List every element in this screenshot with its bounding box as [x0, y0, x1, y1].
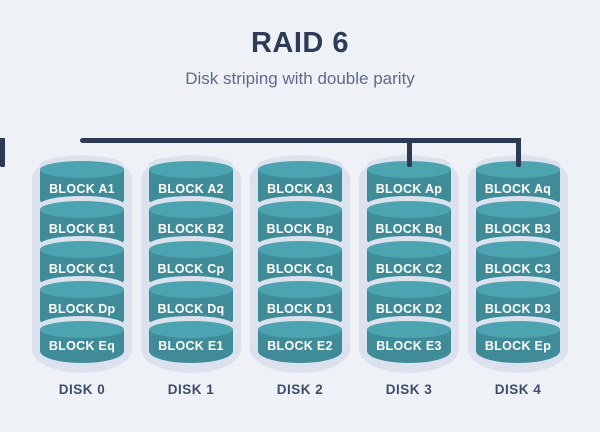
cylinder-block: BLOCK D2: [367, 281, 451, 329]
disk-label: DISK 0: [58, 382, 106, 397]
cylinder-block: BLOCK D1: [258, 281, 342, 329]
cylinder-top: [149, 241, 233, 258]
page-subtitle: Disk striping with double parity: [185, 69, 415, 88]
cylinder-top: [476, 281, 560, 298]
cylinder-block: BLOCK Cp: [149, 241, 233, 289]
cylinder-block: BLOCK Dq: [149, 281, 233, 329]
cylinder-top: [149, 321, 233, 338]
cylinder-top: [367, 161, 451, 178]
block-label: BLOCK B3: [484, 222, 552, 236]
disk-column-4: BLOCK Aq BLOCK B3 BLOCK C3: [468, 155, 568, 397]
cylinder-block: BLOCK A2: [149, 161, 233, 209]
cylinder-top: [476, 161, 560, 178]
block-label: BLOCK Dq: [157, 302, 225, 316]
cylinder-top: [476, 241, 560, 258]
block-label: BLOCK D1: [266, 302, 334, 316]
cylinder-top: [40, 161, 124, 178]
cylinder-block: BLOCK E3: [367, 321, 451, 363]
block-label: BLOCK Cq: [266, 262, 334, 276]
cylinder-top: [367, 201, 451, 218]
cylinder-block: BLOCK C1: [40, 241, 124, 289]
disk-column-2: BLOCK A3 BLOCK Bp BLOCK Cq: [250, 155, 350, 397]
block-label: BLOCK Aq: [484, 182, 552, 196]
disk-capsule: BLOCK A1 BLOCK B1 BLOCK C1: [32, 155, 132, 373]
cylinder-top: [40, 201, 124, 218]
cylinder-top: [258, 321, 342, 338]
cylinder-block: BLOCK Dp: [40, 281, 124, 329]
page-title: RAID 6: [250, 27, 350, 59]
cylinder-block: BLOCK B3: [476, 201, 560, 249]
cylinder-block: BLOCK B1: [40, 201, 124, 249]
disk-column-0: BLOCK A1 BLOCK B1 BLOCK C1: [32, 155, 132, 397]
disk-column-1: BLOCK A2 BLOCK B2 BLOCK Cp: [141, 155, 241, 397]
cylinder-block: BLOCK Cq: [258, 241, 342, 289]
block-label: BLOCK A3: [267, 182, 333, 196]
bus-drop-disk4: [0, 138, 5, 167]
cylinder-block: BLOCK Eq: [40, 321, 124, 363]
bus-drop-disk0: [406, 138, 412, 167]
cylinder-top: [258, 161, 342, 178]
cylinder-block: BLOCK C3: [476, 241, 560, 289]
disk-label: DISK 3: [385, 382, 433, 397]
disk-label: DISK 4: [494, 382, 542, 397]
cylinder-block: BLOCK Ep: [476, 321, 560, 363]
disk-row: BLOCK A1 BLOCK B1 BLOCK C1: [0, 155, 600, 397]
cylinder-top: [367, 321, 451, 338]
block-label: BLOCK D2: [375, 302, 443, 316]
block-label: BLOCK E2: [267, 339, 333, 353]
cylinder-top: [149, 281, 233, 298]
cylinder-top: [40, 281, 124, 298]
cylinder-top: [258, 281, 342, 298]
cylinder-block: BLOCK E2: [258, 321, 342, 363]
disk-capsule: BLOCK Ap BLOCK Bq BLOCK C2: [359, 155, 459, 373]
block-label: BLOCK Cp: [157, 262, 225, 276]
block-label: BLOCK C2: [375, 262, 443, 276]
cylinder-block: BLOCK E1: [149, 321, 233, 363]
block-label: BLOCK E3: [376, 339, 442, 353]
block-label: BLOCK Ep: [484, 339, 552, 353]
cylinder-block: BLOCK Bp: [258, 201, 342, 249]
block-label: BLOCK C1: [48, 262, 116, 276]
block-label: BLOCK Bp: [266, 222, 334, 236]
block-label: BLOCK A2: [158, 182, 224, 196]
cylinder-top: [149, 161, 233, 178]
cylinder-block: BLOCK D3: [476, 281, 560, 329]
cylinder-block: BLOCK B2: [149, 201, 233, 249]
block-label: BLOCK B1: [48, 222, 116, 236]
disk-label: DISK 1: [167, 382, 215, 397]
cylinder-block: BLOCK Bq: [367, 201, 451, 249]
cylinder-top: [258, 201, 342, 218]
disk-capsule: BLOCK A3 BLOCK Bp BLOCK Cq: [250, 155, 350, 373]
disk-capsule: BLOCK Aq BLOCK B3 BLOCK C3: [468, 155, 568, 373]
cylinder-top: [476, 201, 560, 218]
bus-drop-disk1: [515, 138, 521, 167]
block-label: BLOCK C3: [484, 262, 552, 276]
bus-line: [79, 138, 521, 143]
cylinder-top: [40, 321, 124, 338]
block-label: BLOCK E1: [158, 339, 224, 353]
block-label: BLOCK Ap: [375, 182, 443, 196]
block-label: BLOCK D3: [484, 302, 552, 316]
cylinder-top: [367, 241, 451, 258]
cylinder-top: [40, 241, 124, 258]
disk-label: DISK 2: [276, 382, 324, 397]
cylinder-block: BLOCK Aq: [476, 161, 560, 209]
cylinder-block: BLOCK Ap: [367, 161, 451, 209]
cylinder-block: BLOCK A1: [40, 161, 124, 209]
block-label: BLOCK Eq: [48, 339, 116, 353]
cylinder-block: BLOCK A3: [258, 161, 342, 209]
block-label: BLOCK Dp: [48, 302, 116, 316]
block-label: BLOCK B2: [157, 222, 225, 236]
block-label: BLOCK Bq: [375, 222, 443, 236]
disk-capsule: BLOCK A2 BLOCK B2 BLOCK Cp: [141, 155, 241, 373]
block-label: BLOCK A1: [49, 182, 115, 196]
disk-column-3: BLOCK Ap BLOCK Bq BLOCK C2: [359, 155, 459, 397]
cylinder-top: [476, 321, 560, 338]
cylinder-top: [367, 281, 451, 298]
cylinder-top: [258, 241, 342, 258]
cylinder-block: BLOCK C2: [367, 241, 451, 289]
cylinder-top: [149, 201, 233, 218]
